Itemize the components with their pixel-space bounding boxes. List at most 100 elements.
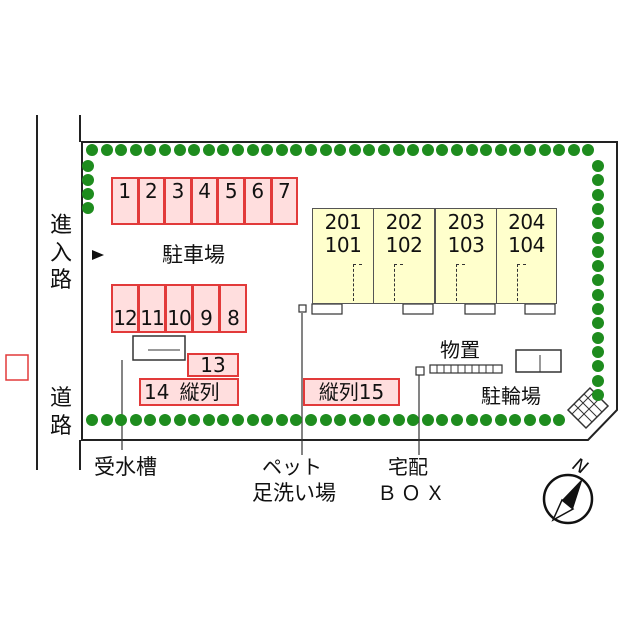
tree-icon	[232, 414, 244, 426]
tree-icon	[553, 414, 566, 426]
tree-icon	[567, 144, 580, 156]
tree-icon	[188, 414, 201, 426]
tree-icon	[188, 144, 201, 156]
tree-icon	[465, 414, 478, 426]
tree-icon	[290, 144, 303, 156]
parking-spot: 8	[219, 284, 247, 333]
unit-number-upper: 204	[508, 210, 545, 234]
tree-icon	[553, 144, 566, 156]
tree-icon	[82, 160, 94, 172]
tree-icon	[173, 414, 186, 426]
parking-spot: 7	[270, 177, 299, 225]
tree-icon	[592, 202, 604, 215]
bicycle-parking-box	[515, 349, 562, 373]
tree-icon	[217, 414, 230, 426]
stair-icon	[456, 264, 465, 301]
tree-icon	[363, 414, 376, 426]
parking-spot: 12	[111, 284, 139, 333]
tree-icon	[246, 414, 259, 426]
tree-icon	[334, 414, 347, 426]
stair-icon	[353, 264, 362, 301]
tree-icon	[348, 144, 361, 156]
tree-icon	[246, 144, 259, 156]
tree-icon	[494, 414, 507, 426]
tree-icon	[392, 144, 405, 156]
tree-icon	[538, 414, 551, 426]
unit-number-upper: 202	[385, 210, 423, 234]
tree-icon	[202, 144, 215, 156]
unit-number-lower: 101	[324, 233, 362, 257]
tree-icon	[592, 360, 604, 373]
tree-icon	[592, 288, 604, 301]
tree-icon	[261, 144, 274, 156]
bicycle-parking-label: 駐輪場	[481, 384, 541, 408]
storage-label: 物置	[440, 338, 480, 362]
tree-icon	[173, 144, 186, 156]
tree-icon	[144, 144, 157, 156]
tree-icon	[305, 414, 317, 426]
neighbor-marker	[5, 354, 29, 381]
tree-icon	[582, 144, 595, 156]
unit-number-upper: 203	[447, 210, 485, 234]
tree-icon	[392, 414, 405, 426]
entrance-arrow-icon	[92, 250, 104, 260]
tree-icon	[592, 188, 604, 201]
tree-icon	[319, 414, 332, 426]
tree-icon	[261, 414, 274, 426]
parking-spot: 4	[190, 177, 219, 225]
parking-spot: 10	[165, 284, 193, 333]
tree-icon	[159, 414, 171, 426]
tree-icon	[592, 174, 604, 187]
tree-icon	[202, 414, 215, 426]
tree-icon	[436, 144, 449, 156]
tree-icon	[509, 414, 522, 426]
stair-icon	[394, 264, 403, 301]
stair-icon	[517, 264, 526, 301]
tree-icon	[592, 160, 604, 172]
tree-icon	[480, 144, 493, 156]
tree-icon	[82, 188, 94, 200]
tree-icon	[334, 144, 347, 156]
tree-icon	[524, 144, 536, 156]
road-label: 道路	[49, 386, 72, 439]
tree-icon	[592, 245, 604, 258]
parking-spot: 11	[138, 284, 166, 333]
tree-icon	[378, 144, 390, 156]
unit-number-lower: 104	[508, 233, 545, 257]
tree-icon	[407, 414, 420, 426]
tree-icon	[129, 144, 142, 156]
water-tank-box	[132, 335, 186, 361]
tree-icon	[232, 144, 244, 156]
delivery-box-label-line2: ＢＯＸ	[377, 481, 449, 505]
unit-number-lower: 103	[447, 233, 485, 257]
tree-icon	[465, 144, 478, 156]
tree-icon	[159, 144, 171, 156]
pet-wash-label-line1: ペット	[262, 455, 322, 479]
unit-number-upper: 201	[324, 210, 362, 234]
compass-icon	[542, 473, 594, 525]
tree-icon	[82, 174, 94, 186]
unit-number-lower: 102	[385, 233, 423, 257]
tree-icon	[592, 345, 604, 358]
tree-icon	[129, 414, 142, 426]
tree-icon	[82, 202, 94, 214]
tree-icon	[421, 144, 434, 156]
tree-icon	[319, 144, 332, 156]
storage-shed	[429, 364, 503, 374]
tree-icon	[86, 414, 98, 426]
parking-row-14: 14 縦列	[139, 378, 239, 406]
parking-spot: 3	[164, 177, 192, 225]
tree-icon	[592, 274, 604, 287]
tree-icon	[494, 144, 507, 156]
pet-wash-marker	[298, 304, 307, 313]
parking-spot: 6	[244, 177, 272, 225]
tree-icon	[592, 260, 604, 273]
parking-spot: 2	[137, 177, 166, 225]
tree-icon	[592, 231, 604, 244]
parking-spot: 1	[111, 177, 139, 225]
tree-icon	[592, 317, 604, 330]
